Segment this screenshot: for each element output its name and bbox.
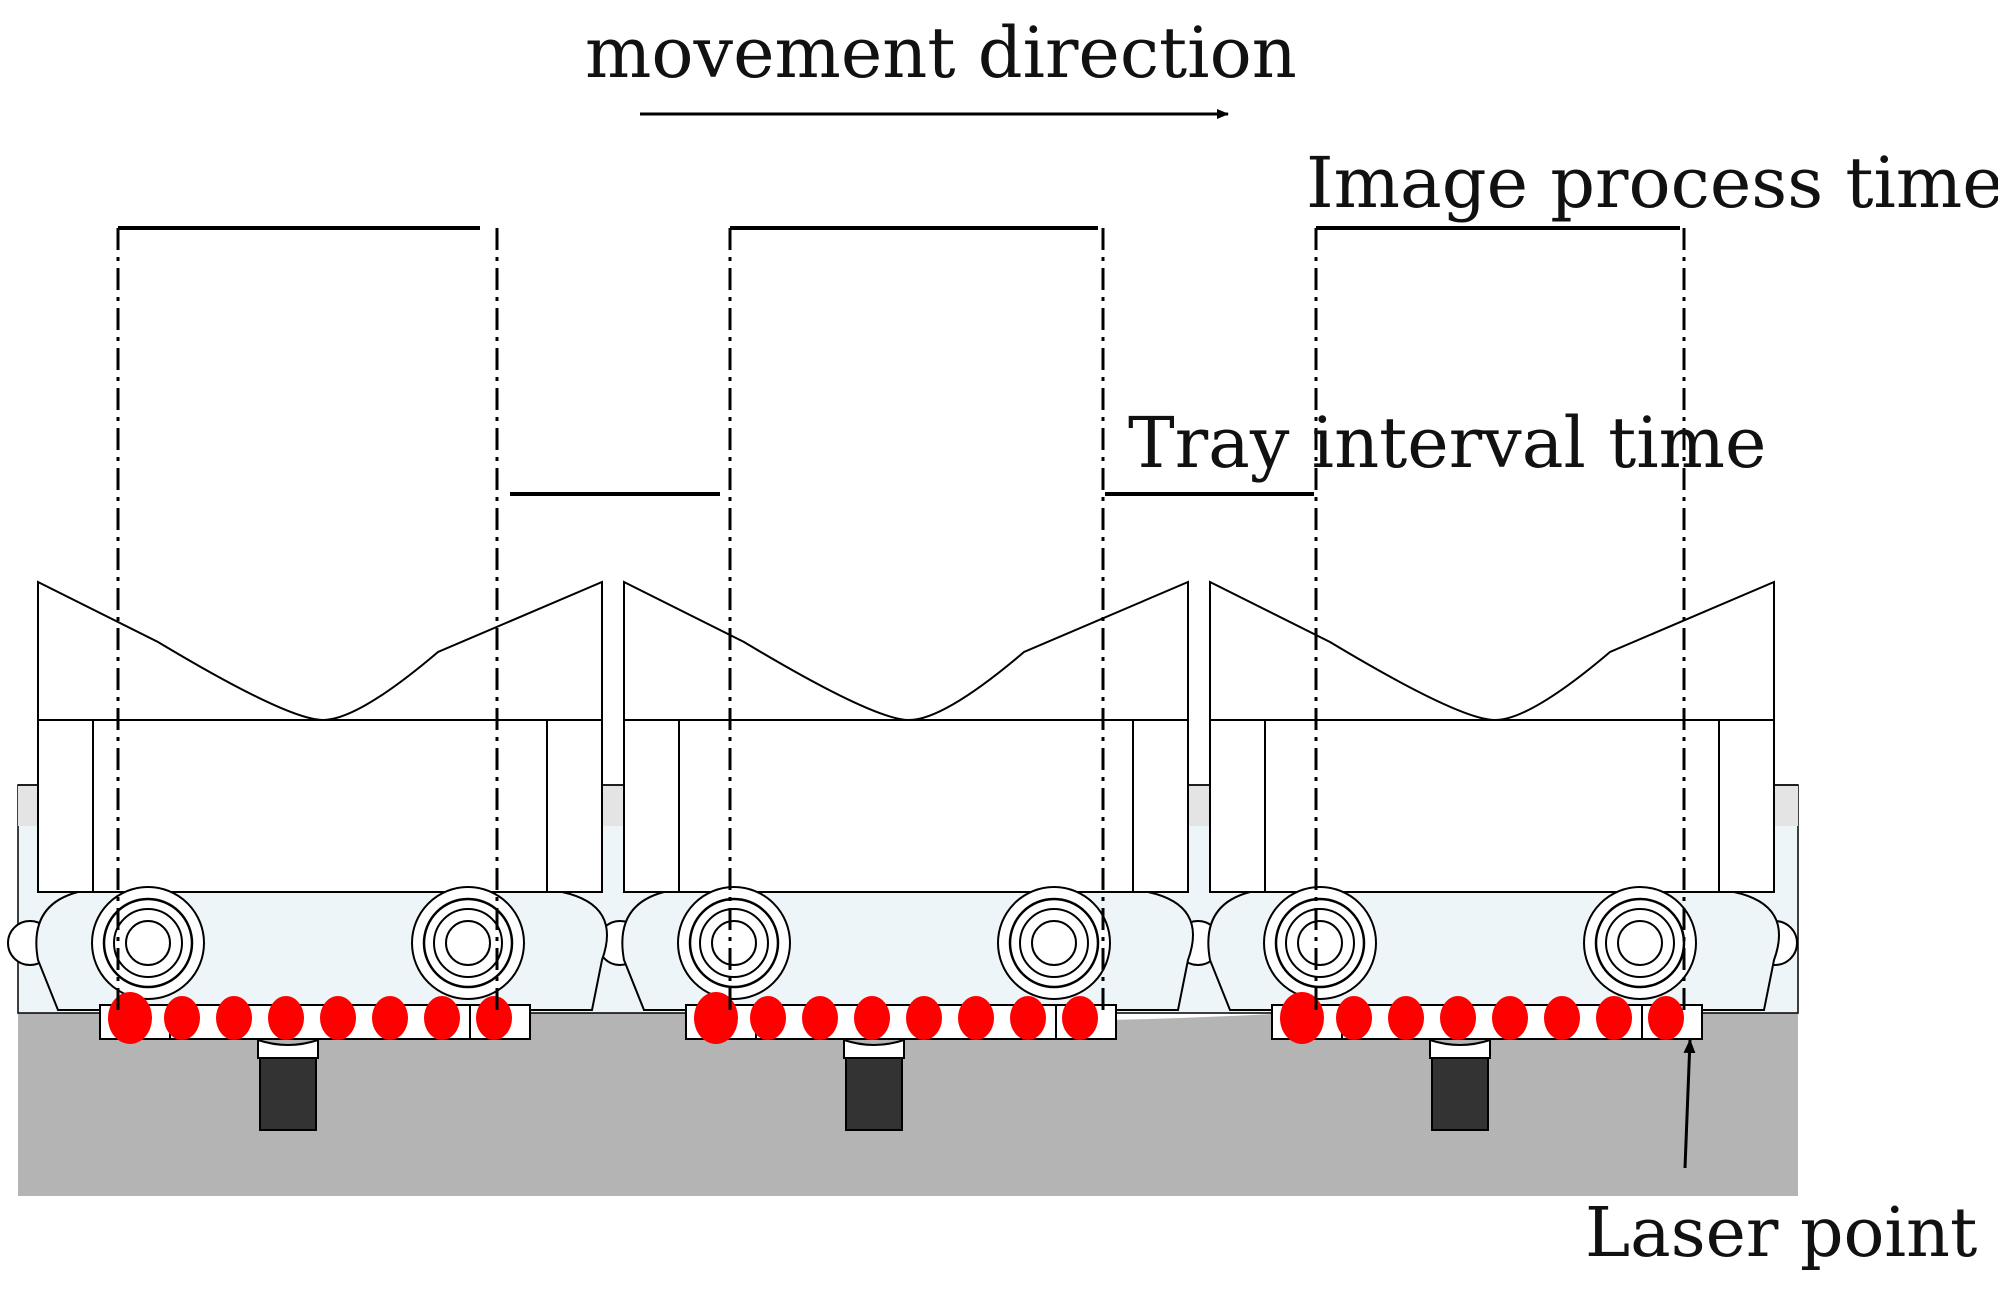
laser-point bbox=[1062, 996, 1098, 1040]
laser-points-layer bbox=[108, 992, 1684, 1044]
tray-top-profile bbox=[37, 580, 603, 722]
tray-body bbox=[623, 719, 1189, 893]
laser-point bbox=[750, 996, 786, 1040]
ground-base bbox=[18, 997, 1798, 1196]
laser-point-arrow bbox=[1683, 1039, 1696, 1169]
roller bbox=[677, 886, 791, 1000]
laser-point bbox=[1492, 996, 1528, 1040]
laser-point bbox=[906, 996, 942, 1040]
laser-point bbox=[1336, 996, 1372, 1040]
laser-point bbox=[1544, 996, 1580, 1040]
roller bbox=[997, 886, 1111, 1000]
roller bbox=[1263, 886, 1377, 1000]
roller bbox=[91, 886, 205, 1000]
laser-point bbox=[1596, 996, 1632, 1040]
laser-point bbox=[802, 996, 838, 1040]
dash-dot-guides bbox=[116, 228, 1686, 1010]
laser-point bbox=[1648, 996, 1684, 1040]
movement-direction-label: movement direction bbox=[585, 12, 1297, 94]
laser-point bbox=[1440, 996, 1476, 1040]
post bbox=[259, 1057, 317, 1131]
roller bbox=[1583, 886, 1697, 1000]
laser-point bbox=[164, 996, 200, 1040]
laser-point bbox=[1010, 996, 1046, 1040]
laser-point bbox=[1388, 996, 1424, 1040]
laser-point bbox=[1280, 992, 1324, 1044]
laser-point bbox=[958, 996, 994, 1040]
trays-layer bbox=[7, 580, 1798, 1131]
laser-point bbox=[854, 996, 890, 1040]
tray-top-profile bbox=[1209, 580, 1775, 722]
post bbox=[1431, 1057, 1489, 1131]
tray-interval-time-label: Tray interval time bbox=[1128, 402, 1767, 484]
tray-1 bbox=[35, 580, 608, 1131]
laser-point bbox=[372, 996, 408, 1040]
laser-point bbox=[216, 996, 252, 1040]
laser-point bbox=[424, 996, 460, 1040]
timing-brackets bbox=[118, 226, 1680, 496]
laser-point bbox=[320, 996, 356, 1040]
image-process-time-label: Image process time bbox=[1306, 142, 1998, 224]
tray-body bbox=[37, 719, 603, 893]
tray-body bbox=[1209, 719, 1775, 893]
roller bbox=[411, 886, 525, 1000]
tray-3 bbox=[1207, 580, 1780, 1131]
laser-point-label: Laser point bbox=[1585, 1194, 1978, 1273]
laser-point bbox=[108, 992, 152, 1044]
laser-point bbox=[268, 996, 304, 1040]
post bbox=[845, 1057, 903, 1131]
tray-2 bbox=[621, 580, 1194, 1131]
laser-point bbox=[694, 992, 738, 1044]
laser-point bbox=[476, 996, 512, 1040]
